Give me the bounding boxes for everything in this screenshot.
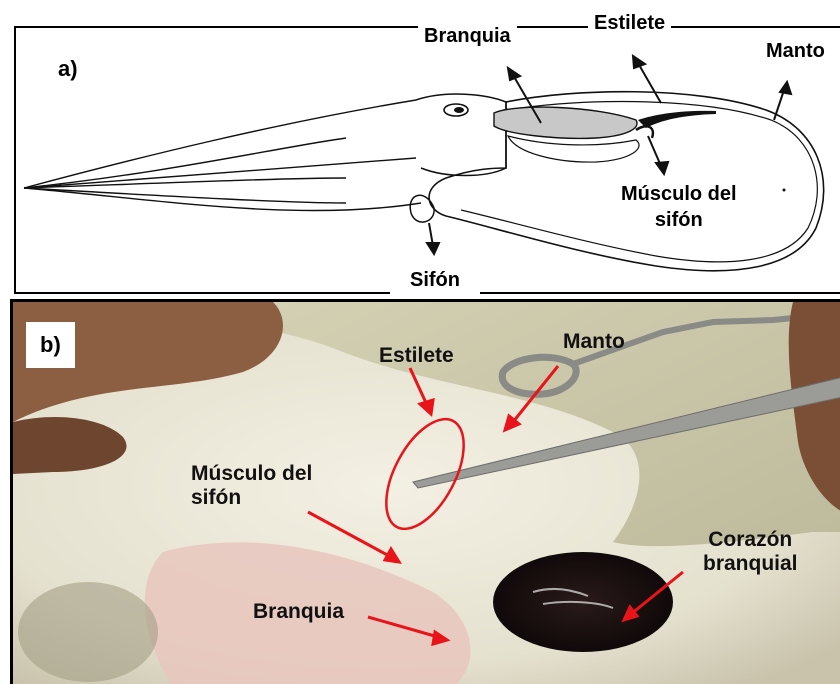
label-corazon-b: Corazón branquial xyxy=(703,528,798,576)
gill-lower-outline xyxy=(508,136,639,162)
label-branquia-b: Branquia xyxy=(253,600,344,624)
label-musculo-a-line1: Músculo del xyxy=(621,184,737,204)
panel-a-letter: a) xyxy=(46,50,90,88)
label-musculo-a-line2: sifón xyxy=(621,210,737,230)
label-estilete-a: Estilete xyxy=(588,10,671,36)
gill-shape xyxy=(494,107,637,138)
label-musculo-a: Músculo del sifón xyxy=(621,184,737,230)
body-cavity xyxy=(18,582,158,682)
squid-arms xyxy=(24,100,421,211)
squid-head xyxy=(416,94,506,175)
label-branquia-a: Branquia xyxy=(418,23,517,49)
squid-pupil xyxy=(454,107,464,113)
label-sifon-a: Sifón xyxy=(390,266,480,294)
mantle-dot xyxy=(783,189,786,192)
panel-b-photo: b) Estilete Manto Músculo del sifón Cora… xyxy=(10,299,840,684)
siphon-muscle-mark xyxy=(636,126,653,138)
label-manto-b: Manto xyxy=(563,330,625,354)
panel-a-diagram: a) Branquia Estilete Manto Músculo del s… xyxy=(14,26,840,294)
label-corazon-b-line1: Corazón xyxy=(703,528,798,552)
label-musculo-b-line1: Músculo del xyxy=(191,462,312,486)
squid-line-drawing xyxy=(16,28,840,296)
panel-b-letter: b) xyxy=(26,322,75,368)
label-manto-a: Manto xyxy=(760,38,831,64)
siphon-shape xyxy=(410,195,434,222)
label-corazon-b-line2: branquial xyxy=(703,552,798,576)
label-estilete-b: Estilete xyxy=(379,344,454,368)
label-musculo-b: Músculo del sifón xyxy=(191,462,312,510)
stylet-mark xyxy=(638,111,716,128)
label-musculo-b-line2: sifón xyxy=(191,486,312,510)
